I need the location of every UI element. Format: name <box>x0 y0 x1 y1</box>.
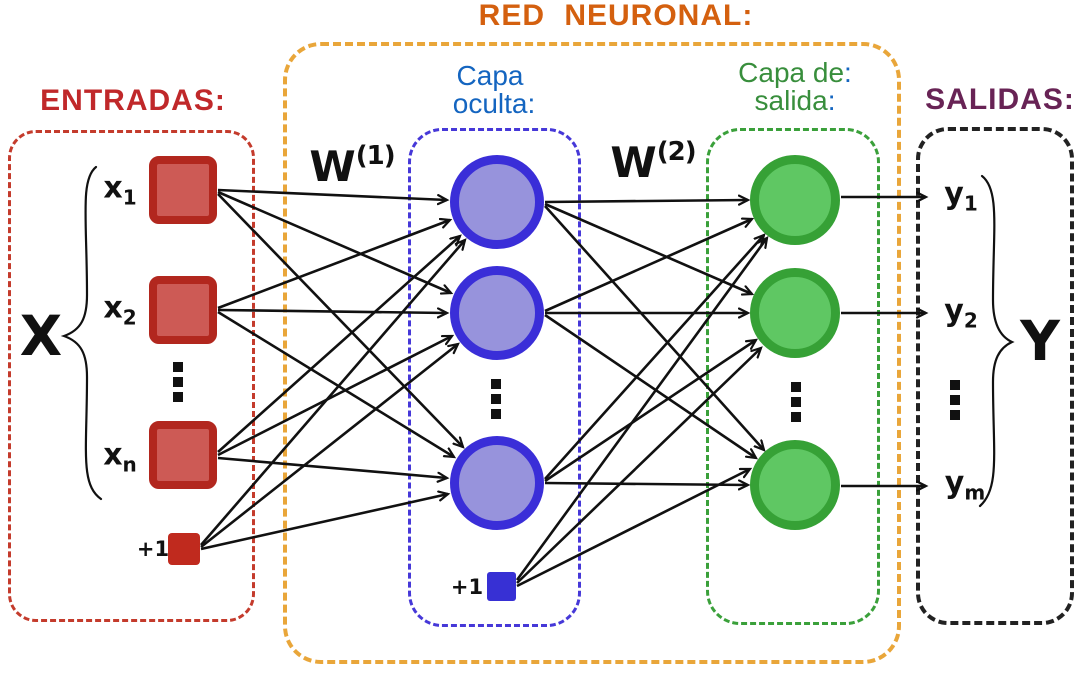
output-label-y1: y1 <box>944 177 977 216</box>
input-node-x2 <box>149 276 217 344</box>
edge <box>200 240 465 546</box>
x1-subscript: 1 <box>122 185 137 210</box>
weights-label-w1: W(1) <box>309 141 396 191</box>
hidden-layer-group-box <box>408 128 581 627</box>
output-layer-group-box <box>706 128 880 625</box>
edge <box>217 456 447 478</box>
hidden-bias-label: +1 <box>450 575 484 599</box>
output-node-1 <box>750 155 840 245</box>
output-layer-title-line2: salida: <box>755 85 836 117</box>
edge <box>217 310 454 457</box>
x-brace <box>60 165 103 501</box>
edge <box>217 220 450 310</box>
output-layer-title-line2-colon: : <box>827 85 836 116</box>
inputs-group-box <box>8 130 255 622</box>
hidden-node-3 <box>450 436 544 530</box>
hidden-node-1 <box>450 155 544 249</box>
output-to-label-arrows <box>841 197 926 486</box>
output-layer-title-line1-text: Capa de <box>738 57 845 88</box>
hidden-vertical-ellipsis-icon <box>491 379 501 419</box>
ym-subscript: m <box>964 480 986 505</box>
edge <box>217 334 452 457</box>
output-node-2 <box>750 268 840 358</box>
edge <box>217 190 451 293</box>
output-layer-title-line1-colon: : <box>844 57 852 88</box>
input-label-x1: x1 <box>103 171 136 210</box>
w2-base: W <box>610 138 657 187</box>
output-vector-label: Y <box>1020 309 1060 373</box>
edge <box>516 467 750 588</box>
w1-base: W <box>309 142 356 191</box>
output-layer-title-line1: Capa de: <box>738 57 852 89</box>
edge <box>544 483 748 485</box>
edge <box>544 219 752 313</box>
edge <box>200 494 448 551</box>
diagram-title: RED NEURONAL: <box>478 0 754 32</box>
edge <box>544 202 752 294</box>
inputs-vertical-ellipsis-icon <box>173 362 183 402</box>
input-node-x1 <box>149 156 217 224</box>
input-label-xn: xn <box>103 438 137 477</box>
input-to-hidden-arrows <box>200 188 465 551</box>
edge <box>217 188 447 200</box>
hidden-to-output-arrows <box>515 200 767 588</box>
output-label-y2: y2 <box>944 294 977 333</box>
input-label-x2: x2 <box>103 291 136 330</box>
hidden-layer-title-line1: Capa <box>456 60 524 91</box>
x2-base: x <box>103 290 123 326</box>
labels-vertical-ellipsis-icon <box>950 380 960 420</box>
edge <box>515 238 767 581</box>
edge <box>217 236 460 453</box>
x1-base: x <box>103 170 123 206</box>
y1-base: y <box>944 176 964 212</box>
y2-base: y <box>944 293 964 329</box>
edge <box>217 193 463 447</box>
outputs-title: SALIDAS: <box>925 83 1075 116</box>
x2-subscript: 2 <box>122 305 137 330</box>
input-vector-label: X <box>19 304 63 368</box>
edge <box>544 313 756 458</box>
edge <box>200 344 458 549</box>
output-label-ym: ym <box>945 466 985 505</box>
y1-subscript: 1 <box>963 191 978 216</box>
w2-superscript: (2) <box>656 137 697 167</box>
edge <box>544 340 756 483</box>
output-node-3 <box>750 440 840 530</box>
input-node-xn <box>149 421 217 489</box>
weights-label-w2: W(2) <box>610 137 697 187</box>
edge <box>516 348 761 584</box>
edge <box>544 235 764 480</box>
inputs-title: ENTRADAS: <box>40 84 226 117</box>
xn-subscript: n <box>122 452 137 477</box>
hidden-node-2 <box>450 266 544 360</box>
edge <box>217 310 447 313</box>
xn-base: x <box>103 437 123 473</box>
y-brace <box>978 174 1015 508</box>
input-bias-label: +1 <box>136 537 170 561</box>
hidden-layer-title-line2: oculta: <box>452 88 536 119</box>
w1-superscript: (1) <box>355 141 396 171</box>
input-bias-node <box>168 533 200 565</box>
output-vertical-ellipsis-icon <box>791 382 801 422</box>
hidden-bias-node <box>487 572 516 601</box>
ym-base: y <box>944 465 965 501</box>
edge <box>544 205 764 450</box>
output-layer-title-line2-text: salida <box>754 85 828 116</box>
edge <box>544 200 748 202</box>
y2-subscript: 2 <box>963 308 978 333</box>
outputs-group-box <box>916 127 1074 625</box>
